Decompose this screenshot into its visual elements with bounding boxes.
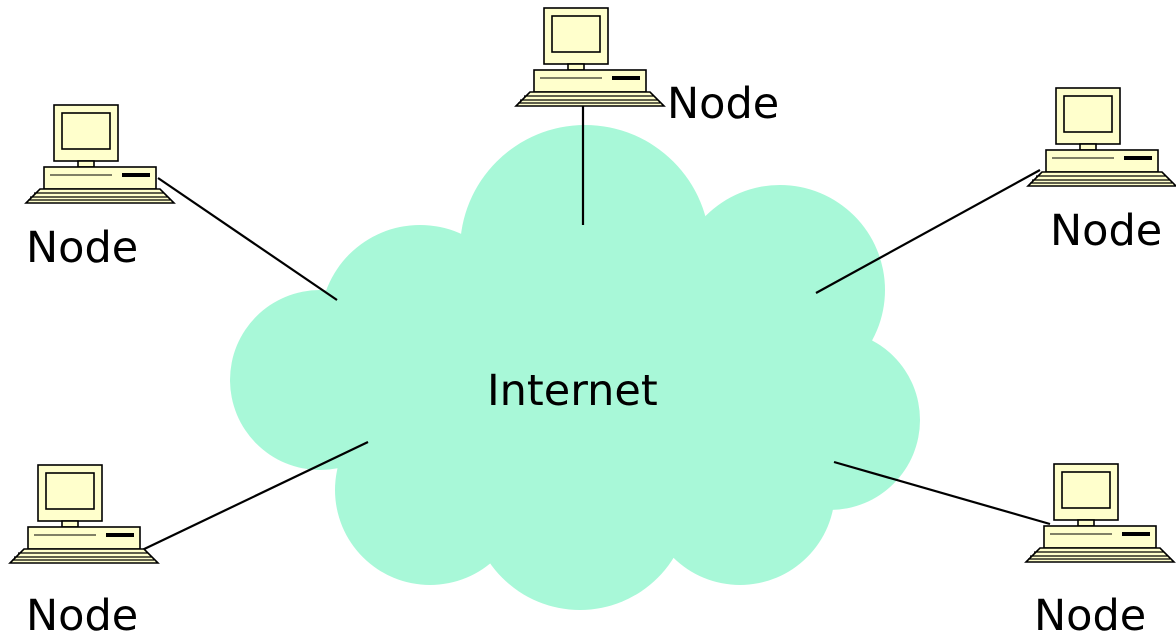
node-label-top-right: Node [1050, 206, 1162, 256]
link-bottom-right [833, 460, 1051, 526]
node-label-top: Node [667, 79, 779, 129]
link-bottom-left [137, 441, 369, 553]
node-label-bottom-left: Node [26, 591, 138, 633]
computer-icon-bottom-left [9, 464, 159, 564]
link-top-left [157, 177, 338, 301]
internet-label: Internet [487, 366, 658, 416]
link-top-right [815, 169, 1041, 294]
node-label-top-left: Node [26, 223, 138, 273]
computer-icon-bottom-right [1025, 463, 1175, 563]
internet-cloud [230, 125, 920, 610]
node-label-bottom-right: Node [1034, 591, 1146, 633]
computer-icon-top [515, 7, 665, 107]
computer-icon-top-left [25, 104, 175, 204]
computer-icon-top-right [1027, 87, 1176, 187]
